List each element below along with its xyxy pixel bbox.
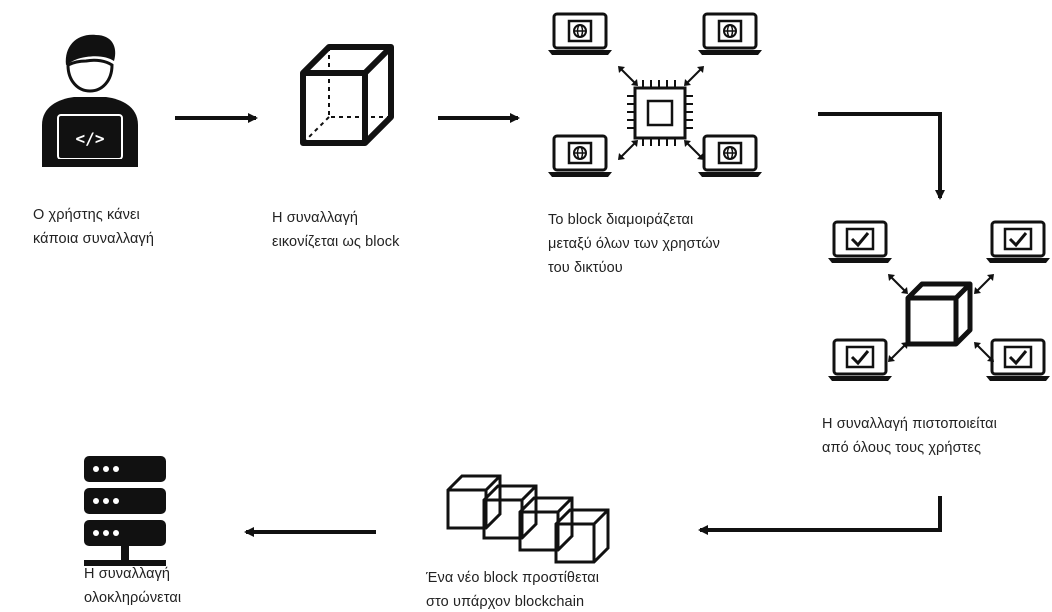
- network-laptops-chip-icon: [546, 12, 764, 179]
- validation-laptops-check-icon: [826, 220, 1052, 383]
- step-2-line-1: Η συναλλαγή: [272, 210, 359, 226]
- cube-block-icon: [300, 44, 394, 146]
- step-5-line-1: Ένα νέο block προστίθεται: [426, 570, 600, 586]
- step-3-line-2: μεταξύ όλων των χρηστών: [548, 236, 720, 252]
- step-2-label: Η συναλλαγή εικονίζεται ως block: [272, 206, 400, 254]
- step-4-line-1: Η συναλλαγή πιστοποιείται: [822, 416, 997, 432]
- step-2-line-2: εικονίζεται ως block: [272, 234, 400, 250]
- step-6-line-2: ολοκληρώνεται: [84, 590, 182, 606]
- step-5-line-2: στο υπάρχον blockchain: [426, 594, 585, 610]
- step-1-line-2: κάποια συναλλαγή: [33, 231, 155, 247]
- flow-arrow-3: [818, 112, 945, 200]
- step-3-label: Το block διαμοιράζεται μεταξύ όλων των χ…: [548, 208, 720, 280]
- user-laptop-code-icon: </>: [42, 34, 138, 167]
- flow-arrow-4: [698, 496, 942, 535]
- step-3-line-1: Το block διαμοιράζεται: [548, 212, 694, 228]
- svg-text:</>: </>: [76, 129, 105, 148]
- step-6-label: Η συναλλαγή ολοκληρώνεται: [84, 562, 181, 610]
- blockchain-cubes-icon: [446, 474, 610, 564]
- step-4-line-2: από όλους τους χρήστες: [822, 440, 982, 456]
- step-4-label: Η συναλλαγή πιστοποιείται από όλους τους…: [822, 412, 997, 460]
- step-6-line-1: Η συναλλαγή: [84, 566, 171, 582]
- step-1-label: Ο χρήστης κάνει κάποια συναλλαγή: [33, 203, 154, 251]
- step-1-line-1: Ο χρήστης κάνει: [33, 207, 140, 223]
- step-5-label: Ένα νέο block προστίθεται στο υπάρχον bl…: [426, 566, 599, 612]
- server-stack-icon: [84, 456, 166, 566]
- step-3-line-3: του δικτύου: [548, 260, 623, 276]
